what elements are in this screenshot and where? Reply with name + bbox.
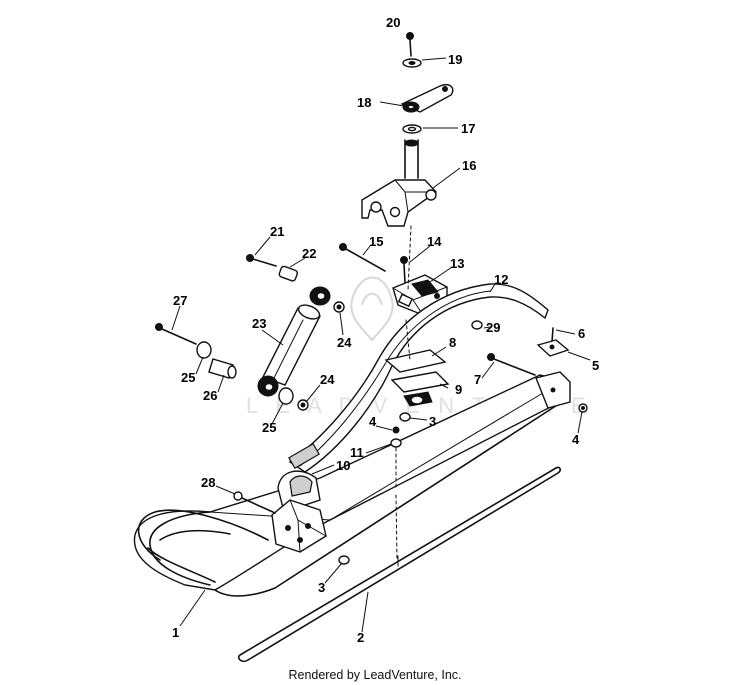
callout-7: 7 <box>474 372 481 387</box>
callout-14: 14 <box>427 234 442 249</box>
callout-24-upper: 24 <box>337 335 352 350</box>
callout-25-upper: 25 <box>181 370 195 385</box>
center-bolt <box>390 403 588 561</box>
callout-8: 8 <box>449 335 456 350</box>
callout-23: 23 <box>252 316 266 331</box>
footer-credit: Rendered by LeadVenture, Inc. <box>288 668 462 682</box>
mount-plates <box>384 349 450 422</box>
callout-17: 17 <box>461 121 475 136</box>
leader-lines <box>171 57 591 633</box>
callout-3-upper: 3 <box>429 414 436 429</box>
callout-4-right: 4 <box>572 432 580 447</box>
callout-21: 21 <box>270 224 284 239</box>
shock-absorber-assembly <box>155 254 345 411</box>
callout-20: 20 <box>386 15 400 30</box>
callout-28: 28 <box>201 475 215 490</box>
callout-13: 13 <box>450 256 464 271</box>
callout-4-left: 4 <box>369 414 377 429</box>
callout-3-lower: 3 <box>318 580 325 595</box>
callout-26: 26 <box>203 388 217 403</box>
callout-27: 27 <box>173 293 187 308</box>
callout-22: 22 <box>302 246 316 261</box>
spindle-assembly <box>361 32 454 227</box>
wear-bar <box>237 466 561 663</box>
assembly-lines <box>405 225 412 361</box>
callout-15: 15 <box>369 234 383 249</box>
front-saddle <box>233 470 350 565</box>
callout-1: 1 <box>172 625 179 640</box>
callout-16: 16 <box>462 158 476 173</box>
callout-12: 12 <box>494 272 508 287</box>
callout-9: 9 <box>455 382 462 397</box>
callout-24-lower: 24 <box>320 372 335 387</box>
part-callouts: 20 19 18 17 16 21 22 15 14 13 12 27 23 2… <box>172 15 599 645</box>
callout-18: 18 <box>357 95 371 110</box>
callout-10: 10 <box>336 458 350 473</box>
callout-11: 11 <box>350 445 364 460</box>
callout-5: 5 <box>592 358 599 373</box>
callout-6: 6 <box>578 326 585 341</box>
callout-25-lower: 25 <box>262 420 276 435</box>
callout-29: 29 <box>486 320 500 335</box>
leaf-spring <box>288 283 570 473</box>
callout-2: 2 <box>357 630 364 645</box>
ski-body <box>133 371 571 597</box>
callout-19: 19 <box>448 52 462 67</box>
